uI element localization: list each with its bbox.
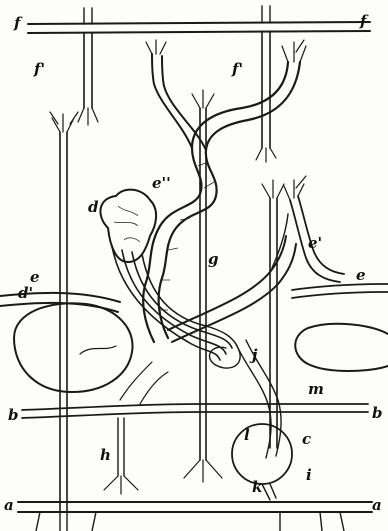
label-e-right: e — [356, 266, 366, 284]
vessel-vertical-left — [50, 112, 78, 512]
organ-d1 — [14, 303, 133, 392]
organ-right-oval — [295, 324, 388, 371]
label-h: h — [100, 446, 111, 464]
branch-f1-left — [78, 33, 98, 125]
label-f-top-right: f — [359, 12, 369, 30]
label-f-top-left: f — [13, 14, 23, 32]
label-e1: e' — [308, 234, 322, 252]
label-m: m — [308, 380, 324, 398]
branch-f1-right — [256, 31, 276, 162]
label-f1-right: f' — [231, 60, 243, 78]
label-d1: d' — [18, 284, 33, 302]
label-f1-left: f' — [33, 60, 45, 78]
label-g: g — [208, 250, 219, 268]
label-k: k — [252, 478, 262, 496]
label-i: i — [306, 466, 312, 484]
label-b-right: b — [372, 404, 383, 422]
label-c: c — [302, 430, 311, 448]
label-b-left: b — [8, 406, 19, 424]
label-e2: e'' — [152, 174, 171, 192]
vessel-a — [18, 502, 372, 531]
label-l: l — [244, 426, 250, 444]
label-a-left: a — [4, 496, 14, 514]
label-d: d — [88, 198, 99, 216]
top-vessel-f — [28, 6, 370, 33]
vessel-vertical-right — [262, 180, 284, 448]
label-a-right: a — [372, 496, 382, 514]
organ-d — [100, 190, 156, 262]
vessel-vertical-center — [184, 90, 222, 482]
vessel-e1 — [284, 176, 344, 282]
